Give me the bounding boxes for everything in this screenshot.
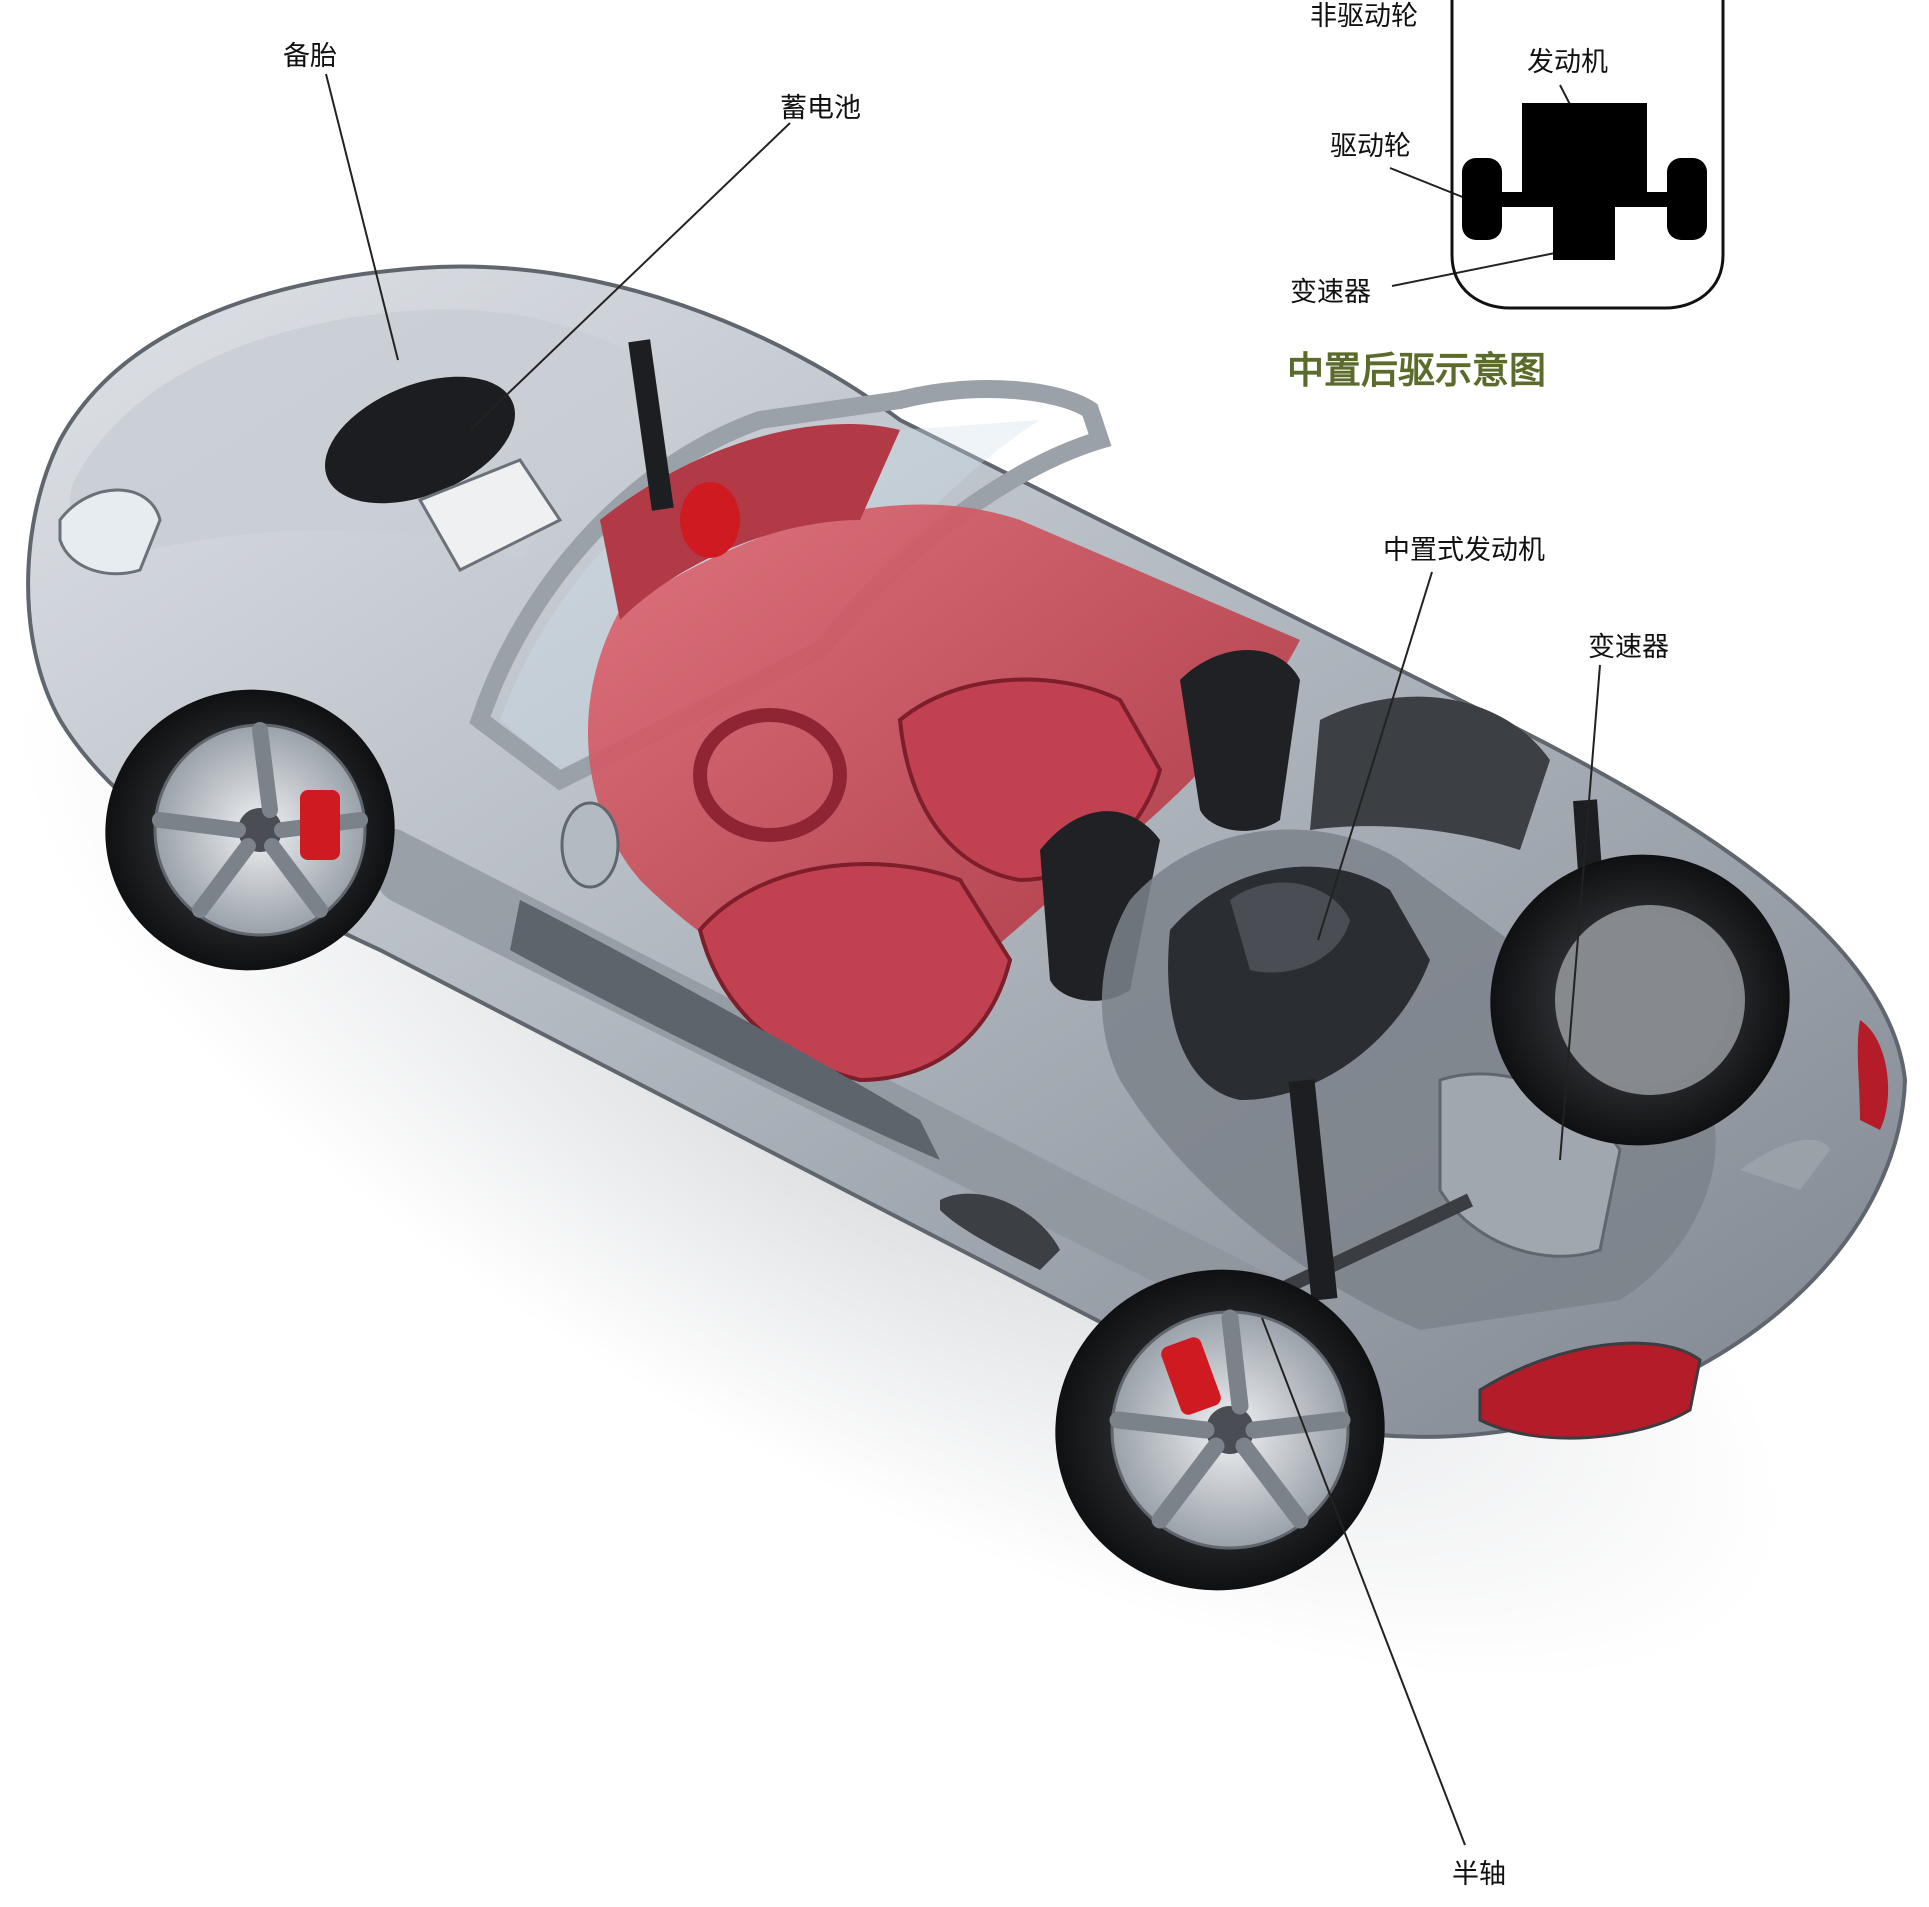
tail-light: [1478, 1341, 1702, 1440]
rear-deck-cover: [1310, 696, 1550, 850]
leader-spare-tire: [325, 73, 399, 361]
label-half-shaft: 半轴: [1452, 1859, 1506, 1890]
leader-half-shaft: [1261, 1317, 1466, 1846]
schematic-engine: [1522, 103, 1647, 201]
steering-wheel: [693, 708, 847, 842]
intake-manifold: [1230, 882, 1350, 973]
side-air-intake: [940, 1193, 1060, 1270]
schematic-label-transmission: 变速器: [1290, 277, 1371, 308]
engine-block: [1168, 866, 1430, 1100]
headlight: [58, 488, 162, 576]
rear-strut-left: [1288, 1079, 1338, 1301]
leader-schem-transmission: [1391, 251, 1561, 287]
front-strut: [628, 339, 674, 511]
schematic-axle: [1490, 192, 1680, 207]
leader-lines: [325, 73, 1601, 1846]
label-spare-tire: 备胎: [283, 41, 337, 72]
label-transmission: 变速器: [1588, 632, 1669, 663]
drivetrain-schematic: [1450, 0, 1725, 310]
schematic-title: 中置后驱示意图: [1287, 349, 1546, 392]
front-brake-caliper: [680, 482, 740, 558]
leader-transmission: [1559, 664, 1601, 1161]
leader-battery: [469, 122, 791, 431]
schematic-wheel-right: [1667, 158, 1707, 240]
rear-wheel: [1055, 1269, 1385, 1591]
side-mirror: [560, 801, 620, 889]
leader-schem-drive-wheel: [1389, 167, 1466, 199]
dashboard: [600, 424, 900, 620]
leader-mid-engine: [1317, 571, 1433, 941]
rear-emblem: [1740, 1139, 1830, 1190]
schematic-outline: [1450, 0, 1725, 310]
schematic-transmission: [1553, 200, 1615, 260]
schematic-label-non-drive-wheel: 非驱动轮: [1310, 1, 1418, 32]
rear-wheel-far: [1490, 854, 1790, 1146]
battery: [417, 458, 563, 572]
spare-tire: [325, 376, 515, 504]
label-mid-engine: 中置式发动机: [1383, 535, 1545, 566]
label-battery: 蓄电池: [780, 93, 861, 124]
seat-back-passenger: [1180, 650, 1300, 831]
front-wheel: [105, 689, 395, 971]
schematic-label-drive-wheel: 驱动轮: [1330, 131, 1411, 162]
schematic-label-engine: 发动机: [1527, 47, 1608, 78]
tail-light-right: [1857, 1020, 1889, 1130]
door-panel: [510, 900, 940, 1160]
schematic-wheel-left: [1462, 158, 1502, 240]
